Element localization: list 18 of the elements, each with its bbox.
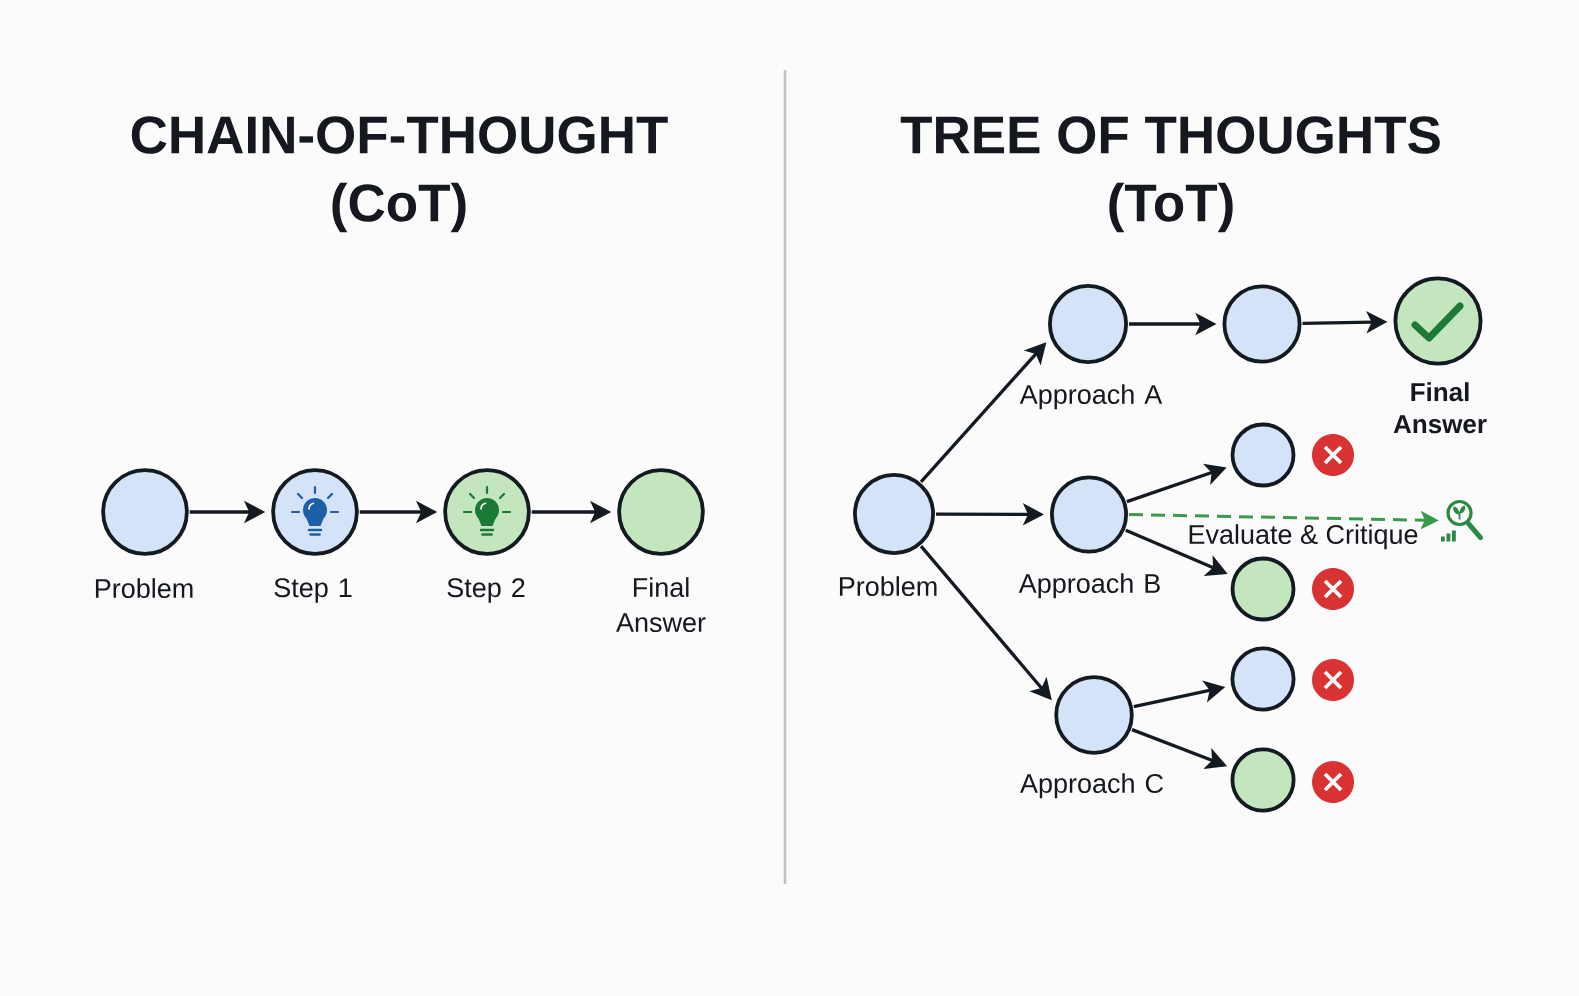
node-label: Approach C bbox=[1020, 773, 1163, 799]
heading: CHAIN-OF-THOUGHT (CoT) bbox=[131, 116, 668, 233]
node-label: Final Answer bbox=[1393, 382, 1487, 434]
circle-node bbox=[1230, 747, 1296, 813]
circle-node bbox=[1230, 556, 1296, 622]
edge-label: Evaluate & Critique bbox=[1185, 522, 1421, 552]
node-label: Step 2 bbox=[447, 578, 525, 603]
magnifier-icon bbox=[1441, 499, 1483, 542]
node-label: Problem bbox=[839, 576, 937, 597]
circle-node bbox=[1230, 646, 1296, 712]
node-label: Problem bbox=[95, 578, 193, 599]
heading: TREE OF THOUGHTS (ToT) bbox=[900, 116, 1440, 233]
node-label: Step 1 bbox=[274, 578, 352, 603]
circle-node bbox=[1222, 284, 1302, 364]
node-label: Approach A bbox=[1019, 384, 1163, 410]
circle-node bbox=[1230, 422, 1296, 488]
node-label: Final Answer bbox=[616, 577, 706, 633]
node-label: Approach B bbox=[1018, 573, 1160, 599]
